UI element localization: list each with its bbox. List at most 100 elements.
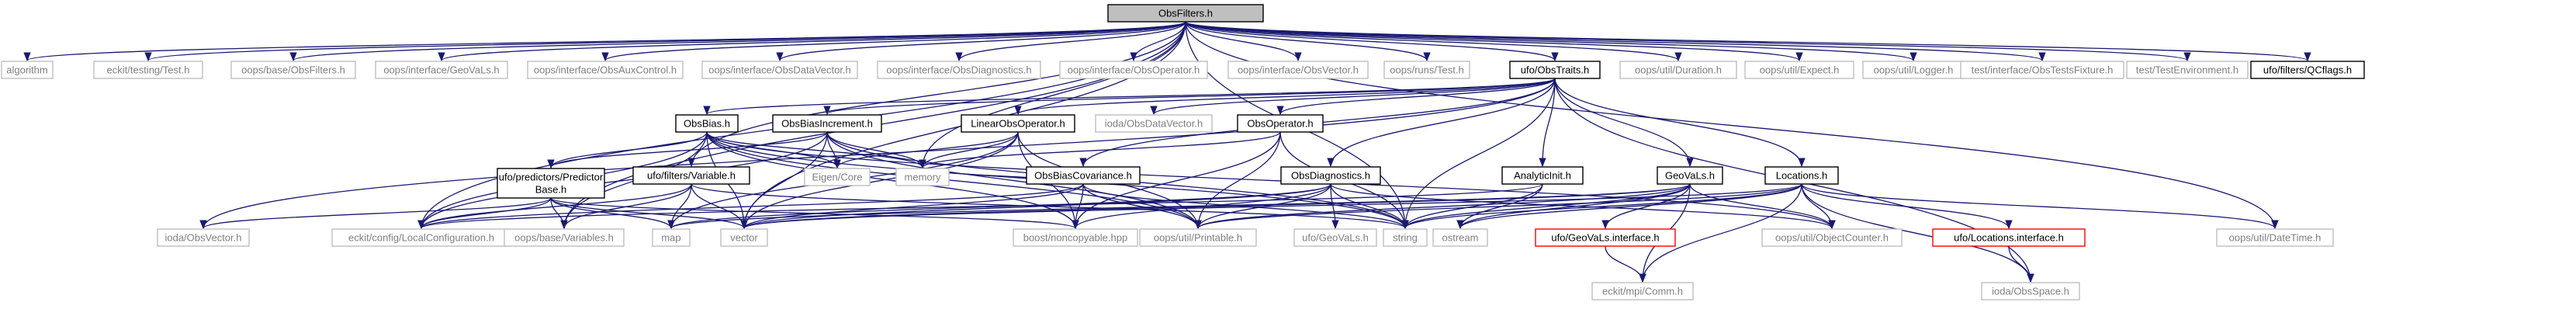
edge-locations-to-ioda_obsspace [1801, 183, 2034, 283]
node-linearobsoperator[interactable]: LinearObsOperator.h [961, 114, 1075, 133]
edge-obsdiagnostics-to-ufo_geovals_h [1330, 183, 1339, 230]
node-eckit_mpi_comm: eckit/mpi/Comm.h [1591, 282, 1694, 300]
node-box [1501, 166, 1584, 185]
node-label: ufo/filters/Variable.h [647, 170, 736, 182]
edge-obsbiascovariance-to-eckit_localconfig [417, 183, 1084, 230]
node-label: ufo/filters/QCflags.h [2263, 64, 2352, 76]
node-obsbias[interactable]: ObsBias.h [675, 114, 739, 133]
edge-root-to-oops_runs_test [1185, 21, 1431, 62]
node-eigen: Eigen/Core [804, 168, 871, 186]
node-locations_interface[interactable]: ufo/Locations.interface.h [1932, 228, 2086, 247]
edge-predictorbase-to-map [550, 197, 675, 230]
node-geovals[interactable]: GeoVaLs.h [1657, 166, 1723, 185]
node-box [675, 114, 739, 133]
edge-geovals-to-oops_printable [1194, 183, 1691, 230]
edge-analyticinit-to-string [1401, 183, 1543, 230]
node-obsoperator[interactable]: ObsOperator.h [1237, 114, 1324, 133]
edge-ufo_obstraits-to-locations [1554, 78, 1806, 168]
node-eckit_test: eckit/testing/Test.h [93, 61, 203, 79]
edge-root-to-oops_logger [1185, 21, 1917, 62]
node-ufo_obstraits[interactable]: ufo/ObsTraits.h [1509, 61, 1601, 79]
node-box [1981, 282, 2080, 300]
edge-geovals-to-oops_objectcounter [1689, 183, 1836, 230]
edge-variable-to-eckit_localconfig [417, 183, 692, 230]
edge-ufo_obstraits-to-obsbiasincrement [823, 78, 1556, 116]
node-label: ostream [1442, 232, 1479, 244]
node-oops_printable: oops/util/Printable.h [1139, 228, 1257, 247]
node-label: eckit/testing/Test.h [107, 64, 190, 76]
node-label: map [661, 232, 680, 244]
node-box [1960, 61, 2124, 79]
node-label: ObsBiasIncrement.h [781, 118, 873, 130]
node-box [1013, 228, 1138, 247]
node-box [701, 61, 858, 79]
node-label: oops/runs/Test.h [1390, 64, 1463, 76]
edge-root-to-oops_geovals [438, 21, 1186, 62]
node-obsdiagnostics[interactable]: ObsDiagnostics.h [1280, 166, 1381, 185]
node-label: AnalyticInit.h [1514, 170, 1571, 182]
edge-root-to-test_obstests [1185, 21, 2046, 62]
node-oops_expect: oops/util/Expect.h [1744, 61, 1854, 79]
node-box [527, 61, 684, 79]
edge-root-to-ufo_qcflags [1185, 21, 2311, 62]
node-ufo_geovals_h: ufo/GeoVaLs.h [1293, 228, 1377, 247]
node-variable[interactable]: ufo/filters/Variable.h [632, 166, 750, 185]
node-label: oops/interface/ObsDiagnostics.h [886, 64, 1031, 76]
edge-locations-to-eckit_mpi_comm [1639, 183, 1802, 283]
node-obsbiasincrement[interactable]: ObsBiasIncrement.h [772, 114, 882, 133]
node-layer: ObsFilters.h algorithm eckit/testing/Test.… [1, 4, 2365, 300]
edge-obsbias-to-predictorbase [547, 131, 708, 169]
node-locations[interactable]: Locations.h [1764, 166, 1839, 185]
node-label: eckit/config/LocalConfiguration.h [348, 232, 494, 244]
node-oops_datetime: oops/util/DateTime.h [2216, 228, 2334, 247]
node-box [157, 228, 250, 247]
node-label: algorithm [6, 64, 47, 76]
node-obsbiascovariance[interactable]: ObsBiasCovariance.h [1026, 166, 1141, 185]
node-box [1237, 114, 1324, 133]
edge-obsoperator-to-memory [919, 131, 1281, 169]
edge-root-to-oops_obsfilters [289, 21, 1186, 62]
node-box [2216, 228, 2334, 247]
edge-linearobsoperator-to-memory [919, 131, 1019, 169]
node-oops_runs_test: oops/runs/Test.h [1383, 61, 1470, 79]
node-label: oops/base/ObsFilters.h [241, 64, 345, 76]
node-label: ufo/ObsTraits.h [1521, 64, 1589, 76]
node-box [632, 166, 750, 185]
node-oops_variables: oops/base/Variables.h [504, 228, 625, 247]
edge-obsbiascovariance-to-vector [740, 183, 1084, 230]
edge-locations-to-vector [740, 183, 1802, 230]
edge-locations-to-oops_printable [1194, 183, 1802, 230]
node-geovals_interface[interactable]: ufo/GeoVaLs.interface.h [1535, 228, 1676, 247]
node-oops_obsfilters: oops/base/ObsFilters.h [230, 61, 356, 79]
node-box [1761, 228, 1903, 247]
node-label: oops/interface/ObsVector.h [1238, 64, 1359, 76]
node-box [877, 61, 1041, 79]
edge-obsbiascovariance-to-oops_printable [1082, 183, 1202, 230]
node-box [230, 61, 356, 79]
edge-root-to-oops_duration [1185, 21, 1682, 62]
node-label: LinearObsOperator.h [971, 118, 1065, 130]
edge-ufo_obstraits-to-geovals [1554, 78, 1694, 168]
node-analyticinit[interactable]: AnalyticInit.h [1501, 166, 1584, 185]
node-algorithm: algorithm [1, 61, 54, 79]
edge-predictorbase-to-ioda_obsvector [199, 197, 552, 230]
node-label: test/TestEnvironment.h [2136, 64, 2238, 76]
node-box [1095, 114, 1213, 133]
edge-variable-to-oops_variables [560, 183, 692, 230]
edge-root-to-oops_obsdatavector [776, 21, 1186, 62]
edge-ufo_obstraits-to-obsoperator [1276, 78, 1556, 116]
node-box [1280, 166, 1381, 185]
node-root[interactable]: ObsFilters.h [1107, 4, 1264, 23]
node-box [772, 114, 882, 133]
node-box [1383, 228, 1428, 247]
node-label: oops/util/ObjectCounter.h [1775, 232, 1889, 244]
edge-geovals-to-ostream [1456, 183, 1691, 230]
node-ufo_qcflags[interactable]: ufo/filters/QCflags.h [2250, 61, 2365, 79]
node-label: ufo/GeoVaLs.h [1302, 232, 1369, 244]
edge-geovals-to-string [1401, 183, 1691, 230]
edge-locations-to-ostream [1456, 183, 1802, 230]
edge-locations_interface-to-ioda_obsspace [2008, 245, 2034, 283]
node-label: test/interface/ObsTestsFixture.h [1972, 64, 2114, 76]
